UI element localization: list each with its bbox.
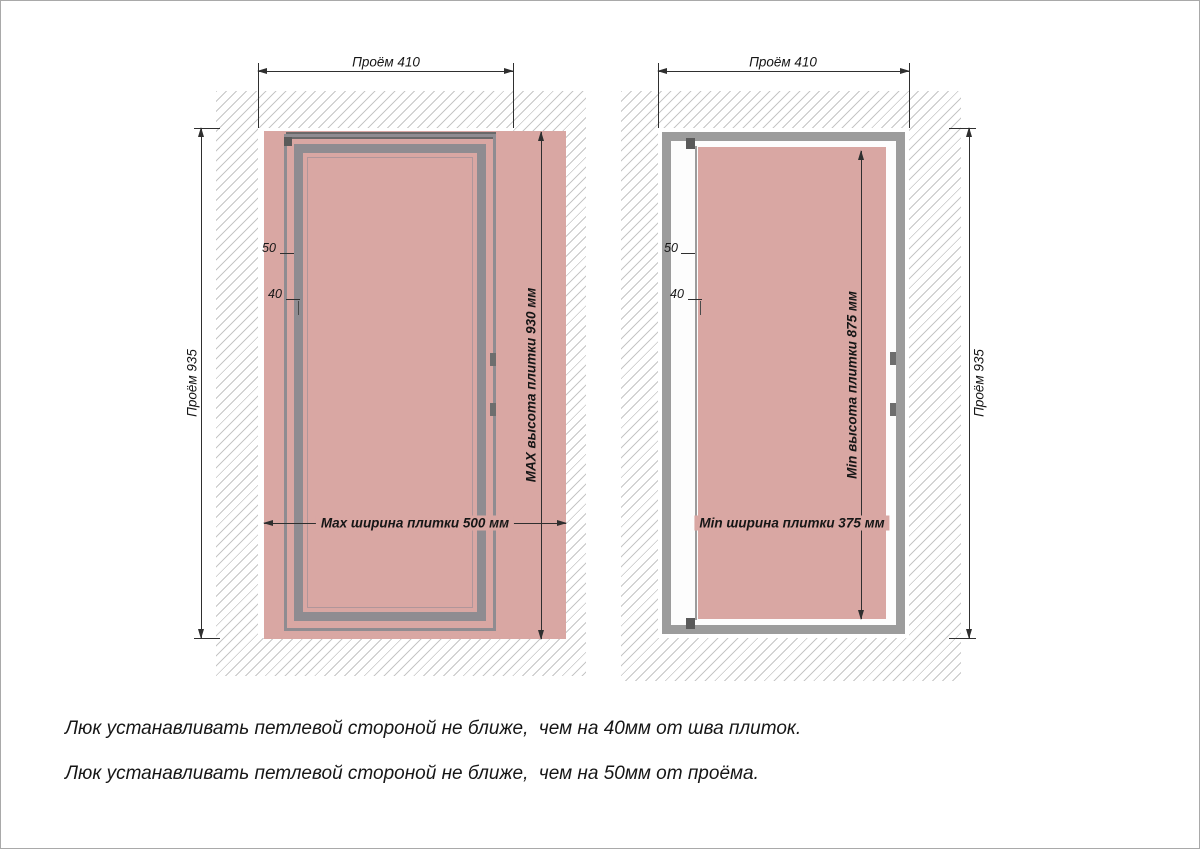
left-offset-50-tick: [280, 253, 294, 254]
right-latch-mark: [890, 403, 896, 416]
dim-extension-line: [513, 63, 514, 128]
right-offset-50-tick: [681, 253, 695, 254]
arrow-up-icon: [198, 127, 204, 137]
arrow-down-icon: [198, 629, 204, 639]
arrow-left-icon: [257, 68, 267, 74]
left-offset-40-label: 40: [268, 287, 282, 301]
right-opening-height-dimline: [966, 127, 972, 639]
note-opening-offset: Люк устанавливать петлевой стороной не б…: [65, 763, 759, 784]
arrow-up-icon: [858, 150, 864, 160]
arrow-up-icon: [966, 127, 972, 137]
dim-extension-line: [949, 128, 976, 129]
left-latch-mark: [490, 403, 496, 416]
arrow-right-icon: [504, 68, 514, 74]
right-tile-seam-mark: [700, 301, 701, 315]
right-hinge-mark-bottom: [686, 618, 695, 629]
right-offset-40-label: 40: [670, 287, 684, 301]
left-opening-width-dimline: [257, 68, 514, 74]
arrow-right-icon: [557, 520, 567, 526]
note-seam-offset: Люк устанавливать петлевой стороной не б…: [65, 718, 802, 739]
left-offset-50-label: 50: [262, 241, 276, 255]
left-tile-seam-mark: [298, 301, 299, 315]
left-tile-width-label: Max ширина плитки 500 мм: [315, 515, 515, 531]
right-opening-width-label: Проём 410: [749, 54, 817, 70]
dim-extension-line: [909, 63, 910, 128]
arrow-left-icon: [263, 520, 273, 526]
right-tile-height-dimline: [858, 150, 864, 620]
dim-extension-line: [194, 128, 220, 129]
right-door-edge-line: [695, 146, 697, 620]
arrow-left-icon: [657, 68, 667, 74]
right-offset-40-tick: [688, 299, 702, 300]
left-hatch-frame: [284, 134, 496, 631]
left-opening-width-label: Проём 410: [352, 54, 420, 70]
arrow-down-icon: [858, 610, 864, 620]
right-offset-50-label: 50: [664, 241, 678, 255]
left-tile-height-label: MAX высота плитки 930 мм: [523, 287, 539, 483]
right-opening-width-dimline: [657, 68, 910, 74]
left-opening-height-dimline: [198, 127, 204, 639]
dim-extension-line: [194, 638, 220, 639]
left-door-face-outline: [307, 157, 473, 608]
left-offset-40-tick: [286, 299, 300, 300]
dim-extension-line: [949, 638, 976, 639]
left-latch-mark: [490, 353, 496, 366]
right-tile-width-label: Min ширина плитки 375 мм: [694, 515, 890, 531]
right-tile-height-label: Min высота плитки 875 мм: [844, 291, 860, 479]
dim-extension-line: [658, 63, 659, 128]
left-tile-height-dimline: [538, 131, 544, 640]
right-opening-height-label: Проём 935: [971, 349, 987, 417]
dim-extension-line: [258, 63, 259, 128]
arrow-down-icon: [966, 629, 972, 639]
right-hinge-mark-top: [686, 138, 695, 149]
left-hatch-door: [294, 144, 486, 621]
left-opening-height-label: Проём 935: [184, 349, 200, 417]
arrow-right-icon: [900, 68, 910, 74]
arrow-down-icon: [538, 630, 544, 640]
right-tile-area: [698, 147, 886, 619]
right-latch-mark: [890, 352, 896, 365]
arrow-up-icon: [538, 131, 544, 141]
left-hinge-mark: [284, 137, 292, 146]
